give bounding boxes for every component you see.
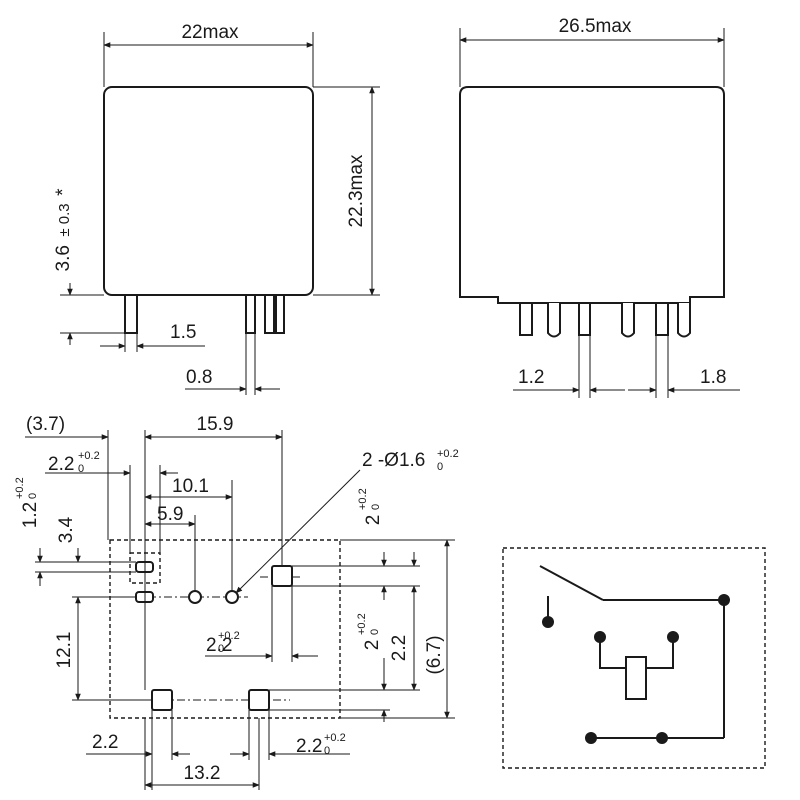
front-pin-3 (578, 302, 591, 336)
pcb-footprint: (3.7) 15.9 2.2 +0.2 0 10.1 5.9 1.2 +0.2 … (14, 414, 459, 790)
dim-1-2-label: 1.2 (20, 502, 41, 528)
front-width-label: 26.5max (559, 16, 632, 37)
front-pin-5 (655, 302, 669, 336)
dim-2-2-top-tol-upper: +0.2 (78, 450, 100, 462)
pin-width-label: 1.5 (170, 322, 196, 343)
dim-2-2-vertical-label: 2.2 (389, 635, 410, 661)
dim-5-9-label: 5.9 (157, 504, 183, 525)
dim-2-2-right-label: 2.2 (206, 635, 232, 656)
dim-3-7-label: (3.7) (26, 414, 65, 435)
dim-2-2-top-label: 2.2 (48, 454, 74, 475)
front-pin-1 (519, 302, 533, 336)
wiring-schematic (502, 547, 766, 769)
front-pin-2 (547, 303, 561, 338)
hole-callout-label: 2 -Ø1.6 (362, 450, 425, 471)
pin-thickness-label: 0.8 (186, 367, 212, 388)
dim-2-2-right-tol-lower: 0 (218, 643, 224, 655)
svg-text:3.6 ± 0.3 *: 3.6 ± 0.3 * (53, 188, 74, 272)
dim-2-mid-tol-lower: 0 (369, 629, 381, 635)
dim-2-right-label: 2 (363, 515, 384, 526)
switch-arm (539, 565, 604, 601)
pin-length-label: 3.6 (53, 245, 74, 271)
front-pin-gap-right-label: 1.8 (700, 367, 726, 388)
dim-6-7-label: (6.7) (424, 635, 445, 674)
dim-2-2-bottom-right-tol-upper: +0.2 (324, 732, 346, 744)
dim-2-2-top-tol-lower: 0 (78, 463, 84, 475)
dim-2-2-bottom-right-tol-lower: 0 (324, 745, 330, 757)
side-view: 22max 22.3max 3.6 ± 0.3 * 1.5 0.8 (53, 22, 380, 395)
dim-3-4-label: 3.4 (56, 516, 77, 543)
side-pin-left (124, 294, 138, 334)
front-pin-6 (677, 303, 691, 338)
dim-1-2-tol-upper: +0.2 (14, 477, 26, 499)
front-view: 26.5max 1.2 1.8 (459, 16, 740, 398)
front-pin-gap-left-label: 1.2 (518, 367, 544, 388)
front-pin-4 (621, 303, 635, 338)
side-pin-right-1 (245, 294, 256, 334)
dim-2-2-bottom-left-label: 2.2 (92, 732, 118, 753)
dim-15-9-label: 15.9 (197, 414, 234, 435)
side-pin-right-2 (264, 294, 275, 334)
coil-symbol (625, 656, 647, 700)
pin-length-tol: ± 0.3 (56, 203, 73, 236)
side-width-label: 22max (181, 22, 239, 43)
pin-length-note: * (53, 188, 74, 196)
terminal-nc (542, 616, 554, 628)
dim-10-1-label: 10.1 (172, 476, 209, 497)
dim-2-2-right-tol-upper: +0.2 (218, 630, 240, 642)
dim-13-2-label: 13.2 (184, 763, 221, 784)
schematic-outline (502, 547, 766, 769)
relay-body-side (103, 86, 314, 296)
footprint-outline (109, 539, 341, 719)
dim-1-2-tol-lower: 0 (27, 493, 39, 499)
dim-12-1-label: 12.1 (54, 632, 75, 669)
dim-2-2-bottom-right-label: 2.2 (296, 736, 322, 757)
pad-square-bottom-left (151, 689, 173, 711)
mounting-hole-1 (188, 590, 202, 604)
pad-square-top-right (271, 565, 293, 587)
hole-callout-tol-lower: 0 (437, 461, 443, 473)
dim-2-mid-tol-upper: +0.2 (356, 613, 368, 635)
side-pin-right-3 (275, 294, 285, 334)
hole-callout-tol-upper: +0.2 (437, 448, 459, 460)
dim-2-mid-label: 2 (362, 640, 383, 651)
side-height-label: 22.3max (346, 154, 367, 227)
svg-text:2 -Ø1.6: 2 -Ø1.6 (362, 450, 425, 471)
dim-2-right-tol-upper: +0.2 (357, 488, 369, 510)
relay-body-front (459, 86, 725, 304)
pad-square-bottom-right (248, 689, 270, 711)
dim-2-right-tol-lower: 0 (370, 504, 382, 510)
